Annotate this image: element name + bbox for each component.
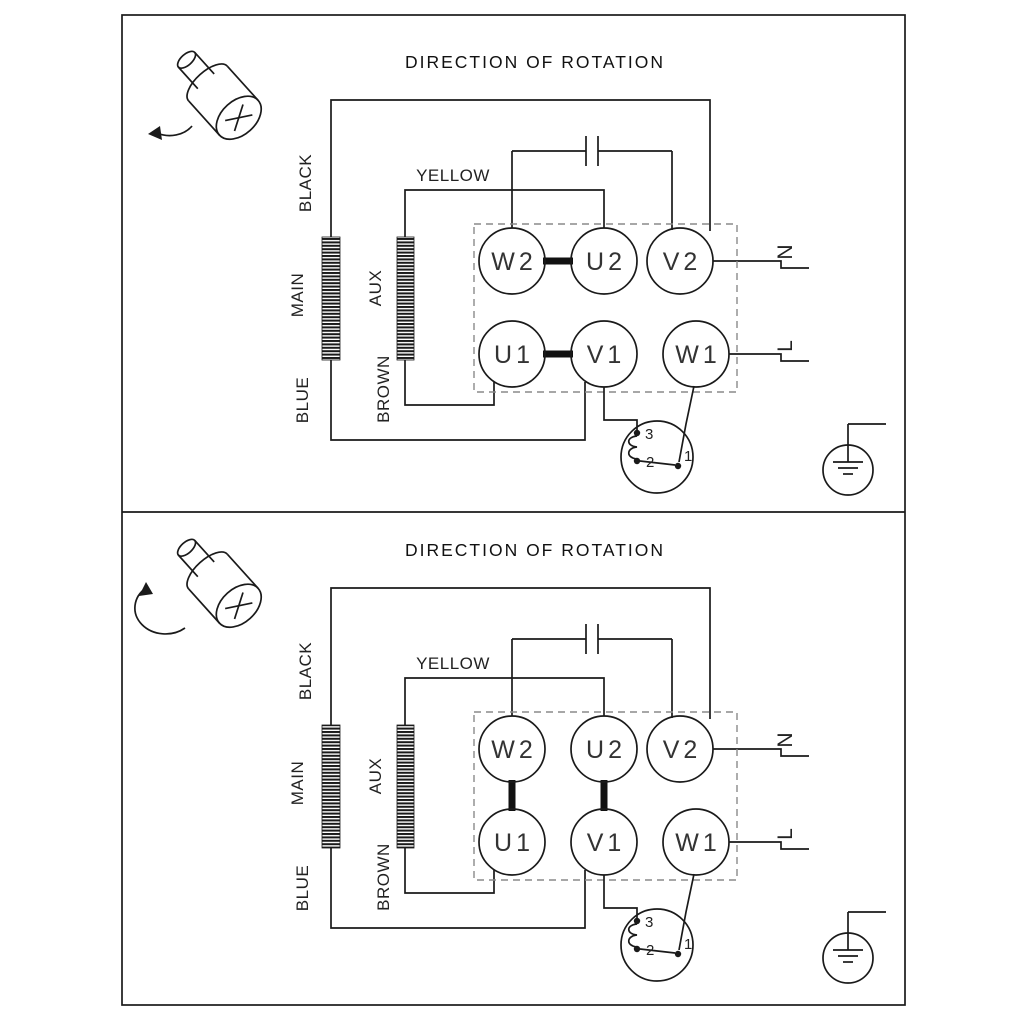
- switch-terminal-2-label: 2: [646, 454, 654, 471]
- switch-terminal-3-dot: [633, 917, 641, 925]
- panel-rotation-2: DIRECTION OF ROTATION: [134, 538, 886, 984]
- motor-icon: [148, 50, 263, 141]
- label-aux: AUX: [366, 758, 385, 794]
- terminal-v2-label: V2: [663, 736, 702, 764]
- terminal-w1: [662, 808, 730, 876]
- wire-line: [729, 841, 809, 850]
- label-yellow: YELLOW: [416, 654, 490, 673]
- wire-neutral: [713, 748, 809, 757]
- terminal-w2-label: W2: [491, 736, 537, 764]
- switch-terminal-1-label: 1: [684, 936, 692, 953]
- wire-line: [729, 353, 809, 362]
- label-neutral: N: [774, 732, 797, 747]
- label-brown: BROWN: [374, 843, 393, 911]
- panel-rotation-1: DIRECTION OF ROTATION: [148, 50, 886, 496]
- wire-brown: [404, 848, 495, 894]
- thermal-switch-symbol: 3 2 1: [603, 385, 695, 494]
- panel-title: DIRECTION OF ROTATION: [405, 52, 665, 72]
- switch-terminal-3-label: 3: [645, 426, 653, 443]
- aux-winding-bar: [396, 236, 415, 361]
- terminal-v1-label: V1: [587, 341, 626, 369]
- label-main: MAIN: [288, 761, 307, 806]
- terminal-w2: [478, 715, 546, 783]
- wire-black: [330, 99, 711, 237]
- terminal-v2: [646, 715, 714, 783]
- wire-blue: [330, 848, 586, 929]
- label-black: BLACK: [296, 154, 315, 212]
- wire-neutral: [713, 260, 809, 269]
- switch-terminal-1-dot: [674, 462, 682, 470]
- terminal-u1: [478, 808, 546, 876]
- terminal-w2: [478, 227, 546, 295]
- switch-terminal-3-dot: [633, 429, 641, 437]
- label-line: L: [774, 340, 797, 352]
- switch-terminal-3-label: 3: [645, 914, 653, 931]
- wire-yellow: [404, 189, 605, 237]
- thermal-switch-symbol: 3 2 1: [603, 873, 695, 982]
- capacitor-symbol: [511, 624, 673, 718]
- main-winding-bar: [321, 724, 341, 849]
- main-winding-bar: [321, 236, 341, 361]
- terminal-v2-label: V2: [663, 248, 702, 276]
- label-blue: BLUE: [293, 377, 312, 423]
- rotation-arrow-cw: [134, 587, 186, 635]
- wire-blue: [330, 360, 586, 441]
- wire-yellow: [404, 677, 605, 725]
- label-black: BLACK: [296, 642, 315, 700]
- switch-contact: [639, 948, 676, 954]
- terminal-w1-label: W1: [675, 829, 721, 857]
- terminal-v1-label: V1: [587, 829, 626, 857]
- panel-title: DIRECTION OF ROTATION: [405, 540, 665, 560]
- rotation-arrow-ccw: [156, 125, 193, 137]
- label-yellow: YELLOW: [416, 166, 490, 185]
- terminal-u1-label: U1: [494, 341, 534, 369]
- switch-terminal-1-label: 1: [684, 448, 692, 465]
- terminal-w1: [662, 320, 730, 388]
- label-main: MAIN: [288, 273, 307, 318]
- thermal-coil-icon: [627, 923, 638, 948]
- terminal-u1: [478, 320, 546, 388]
- label-aux: AUX: [366, 270, 385, 306]
- switch-contact: [639, 460, 676, 466]
- terminal-u2: [570, 715, 638, 783]
- terminal-u2-label: U2: [586, 248, 626, 276]
- terminal-v2: [646, 227, 714, 295]
- label-neutral: N: [774, 244, 797, 259]
- label-blue: BLUE: [293, 865, 312, 911]
- rotation-arrow-head-icon: [139, 582, 153, 596]
- label-line: L: [774, 828, 797, 840]
- wire-brown: [404, 360, 495, 406]
- thermal-coil-icon: [627, 435, 638, 460]
- aux-winding-bar: [396, 724, 415, 849]
- wire-black: [330, 587, 711, 725]
- terminal-u2: [570, 227, 638, 295]
- terminal-u2-label: U2: [586, 736, 626, 764]
- diagram-border: [121, 14, 906, 1006]
- earth-ground-symbol: [822, 911, 886, 984]
- switch-terminal-1-dot: [674, 950, 682, 958]
- capacitor-symbol: [511, 136, 673, 230]
- rotation-arrow-head-icon: [148, 126, 162, 140]
- earth-ground-symbol: [822, 423, 886, 496]
- terminal-u1-label: U1: [494, 829, 534, 857]
- switch-terminal-2-label: 2: [646, 942, 654, 959]
- motor-icon: [134, 538, 263, 635]
- terminal-w1-label: W1: [675, 341, 721, 369]
- label-brown: BROWN: [374, 355, 393, 423]
- terminal-w2-label: W2: [491, 248, 537, 276]
